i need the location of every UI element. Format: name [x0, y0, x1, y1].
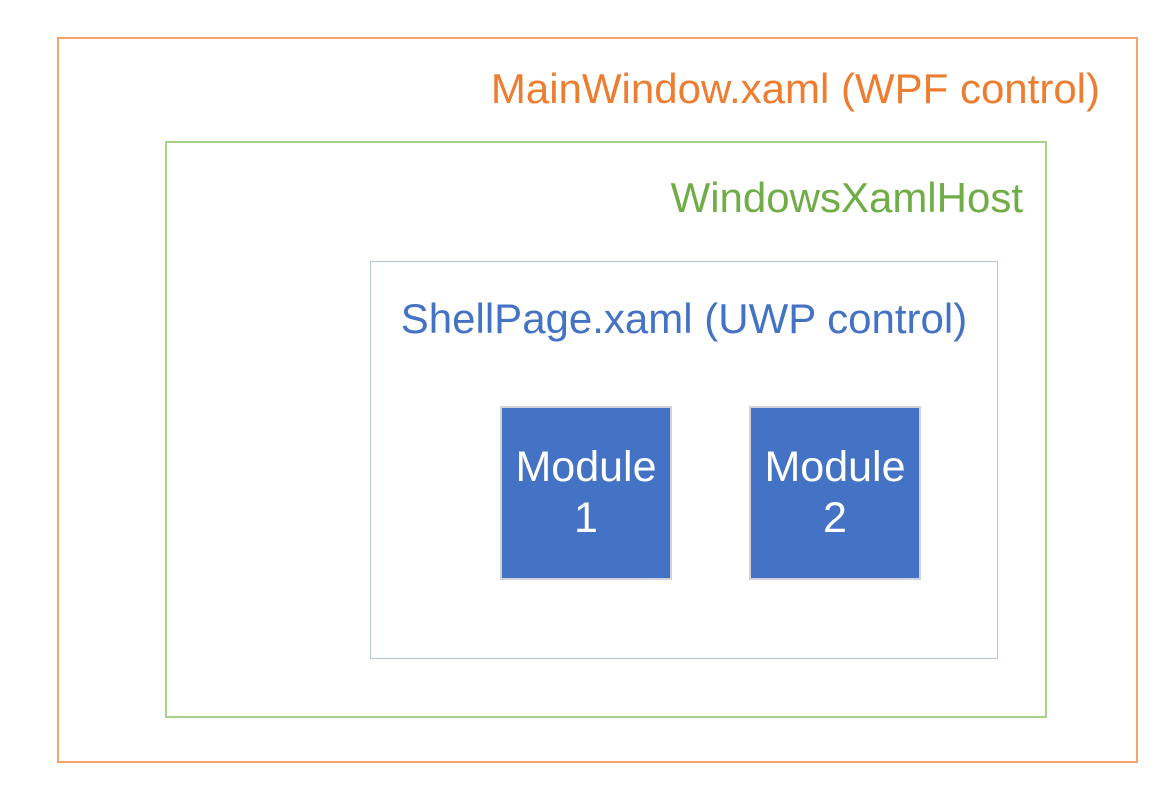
- module-2-name: Module: [764, 443, 906, 492]
- windows-xaml-host-box: WindowsXamlHost ShellPage.xaml (UWP cont…: [165, 141, 1047, 718]
- module-1-box: Module 1: [500, 406, 672, 580]
- shellpage-uwp-label: ShellPage.xaml (UWP control): [400, 295, 968, 342]
- windows-xaml-host-label: WindowsXamlHost: [670, 174, 1023, 221]
- mainwindow-wpf-label: MainWindow.xaml (WPF control): [490, 65, 1100, 112]
- module-1-number: 1: [574, 494, 598, 542]
- mainwindow-wpf-box: MainWindow.xaml (WPF control) WindowsXam…: [57, 37, 1138, 763]
- module-2-box: Module 2: [749, 406, 921, 580]
- module-2-number: 2: [823, 494, 847, 542]
- shellpage-uwp-box: ShellPage.xaml (UWP control) Module 1 Mo…: [370, 261, 998, 659]
- module-1-name: Module: [515, 443, 657, 492]
